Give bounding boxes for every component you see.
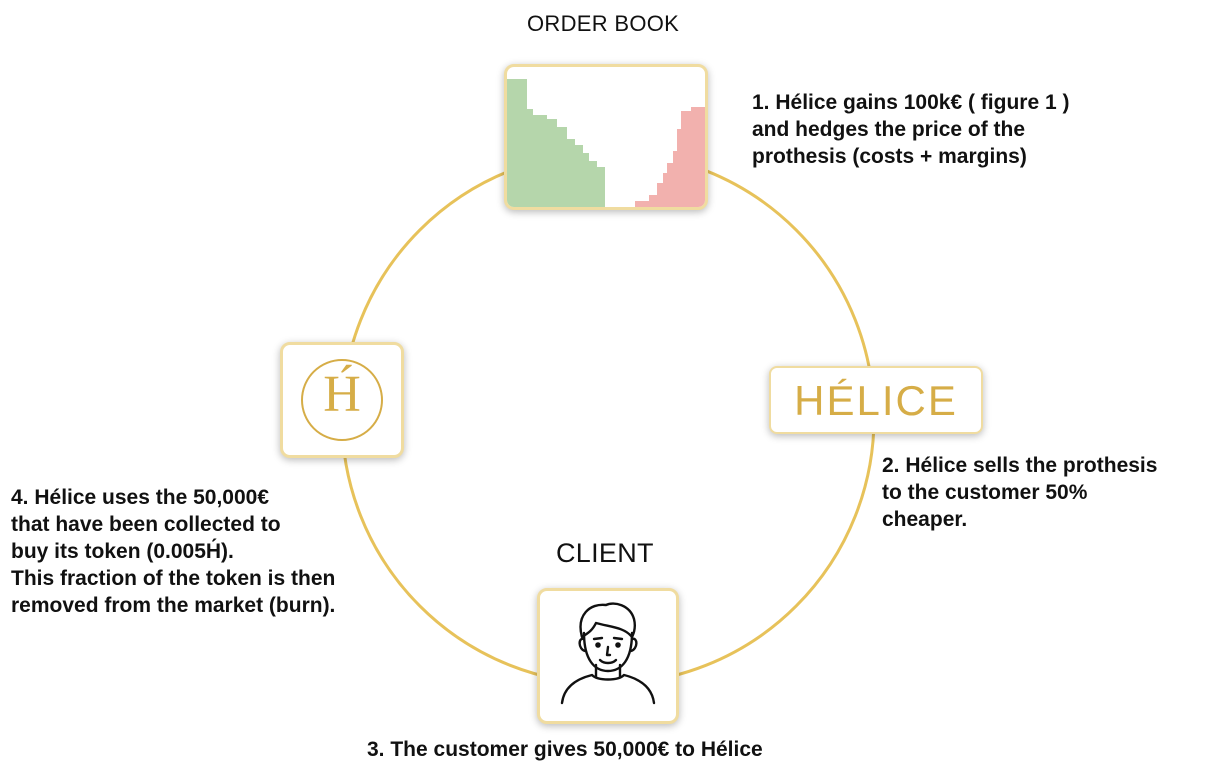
person-avatar-icon <box>560 602 656 705</box>
step-4-text: 4. Hélice uses the 50,000€ that have bee… <box>11 486 336 617</box>
h-token-icon <box>301 359 383 441</box>
step-2-text: 2. Hélice sells the prothesis to the cus… <box>882 454 1158 531</box>
helice-logo-card: HÉLICE <box>769 366 983 434</box>
step-3-text: 3. The customer gives 50,000€ to Hélice <box>367 738 763 761</box>
token-monogram: H́ <box>323 366 361 423</box>
token-card: H́ <box>280 342 404 458</box>
step-1-text: 1. Hélice gains 100k€ ( figure 1 ) and h… <box>752 91 1070 168</box>
order-book-label: ORDER BOOK <box>527 11 680 36</box>
client-card <box>537 588 679 724</box>
depth-chart-icon <box>507 79 705 207</box>
helice-wordmark: HÉLICE <box>794 377 958 424</box>
client-label: CLIENT <box>556 538 654 568</box>
order-book-card <box>504 64 708 210</box>
